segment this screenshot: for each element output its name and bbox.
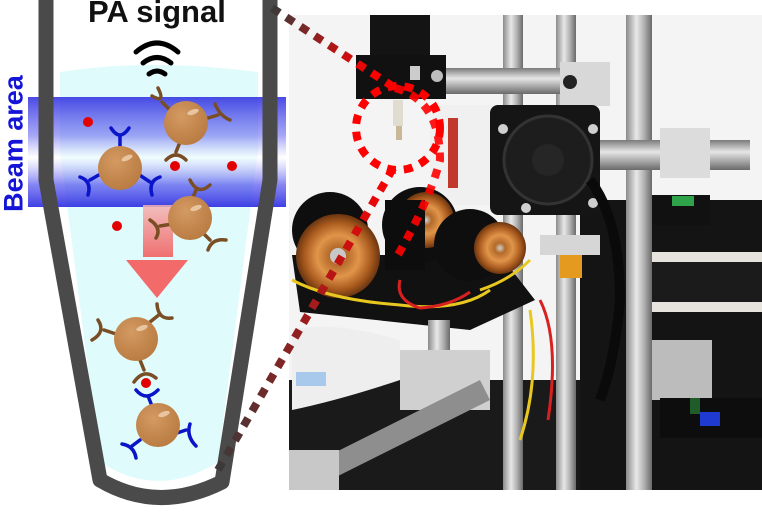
magnetic-coils xyxy=(292,187,526,298)
tube-wall xyxy=(38,0,278,505)
rod xyxy=(626,15,652,490)
analyte xyxy=(227,161,237,171)
analyte-bound xyxy=(141,378,151,388)
beam-area-band xyxy=(28,97,286,207)
analyte xyxy=(83,117,93,127)
leader-lines xyxy=(214,4,399,473)
setup-photo xyxy=(289,15,762,490)
analyte xyxy=(112,221,122,231)
bead-brown-antibody xyxy=(150,86,232,162)
downward-arrow xyxy=(126,205,188,298)
beam-area-label: Beam area xyxy=(0,75,29,212)
leader-line-bottom xyxy=(214,162,399,473)
leader-line-top xyxy=(269,4,398,92)
highlight-connector xyxy=(391,84,445,263)
wireless-signal-icon xyxy=(133,40,181,77)
analyte xyxy=(170,161,180,171)
bound-complex xyxy=(90,302,198,460)
bead-blue-antibody xyxy=(78,126,162,197)
highlight-circle xyxy=(352,82,444,174)
bead-brown-antibody xyxy=(148,178,228,252)
free-analytes xyxy=(83,117,237,231)
pa-signal-label: PA signal xyxy=(88,0,226,29)
